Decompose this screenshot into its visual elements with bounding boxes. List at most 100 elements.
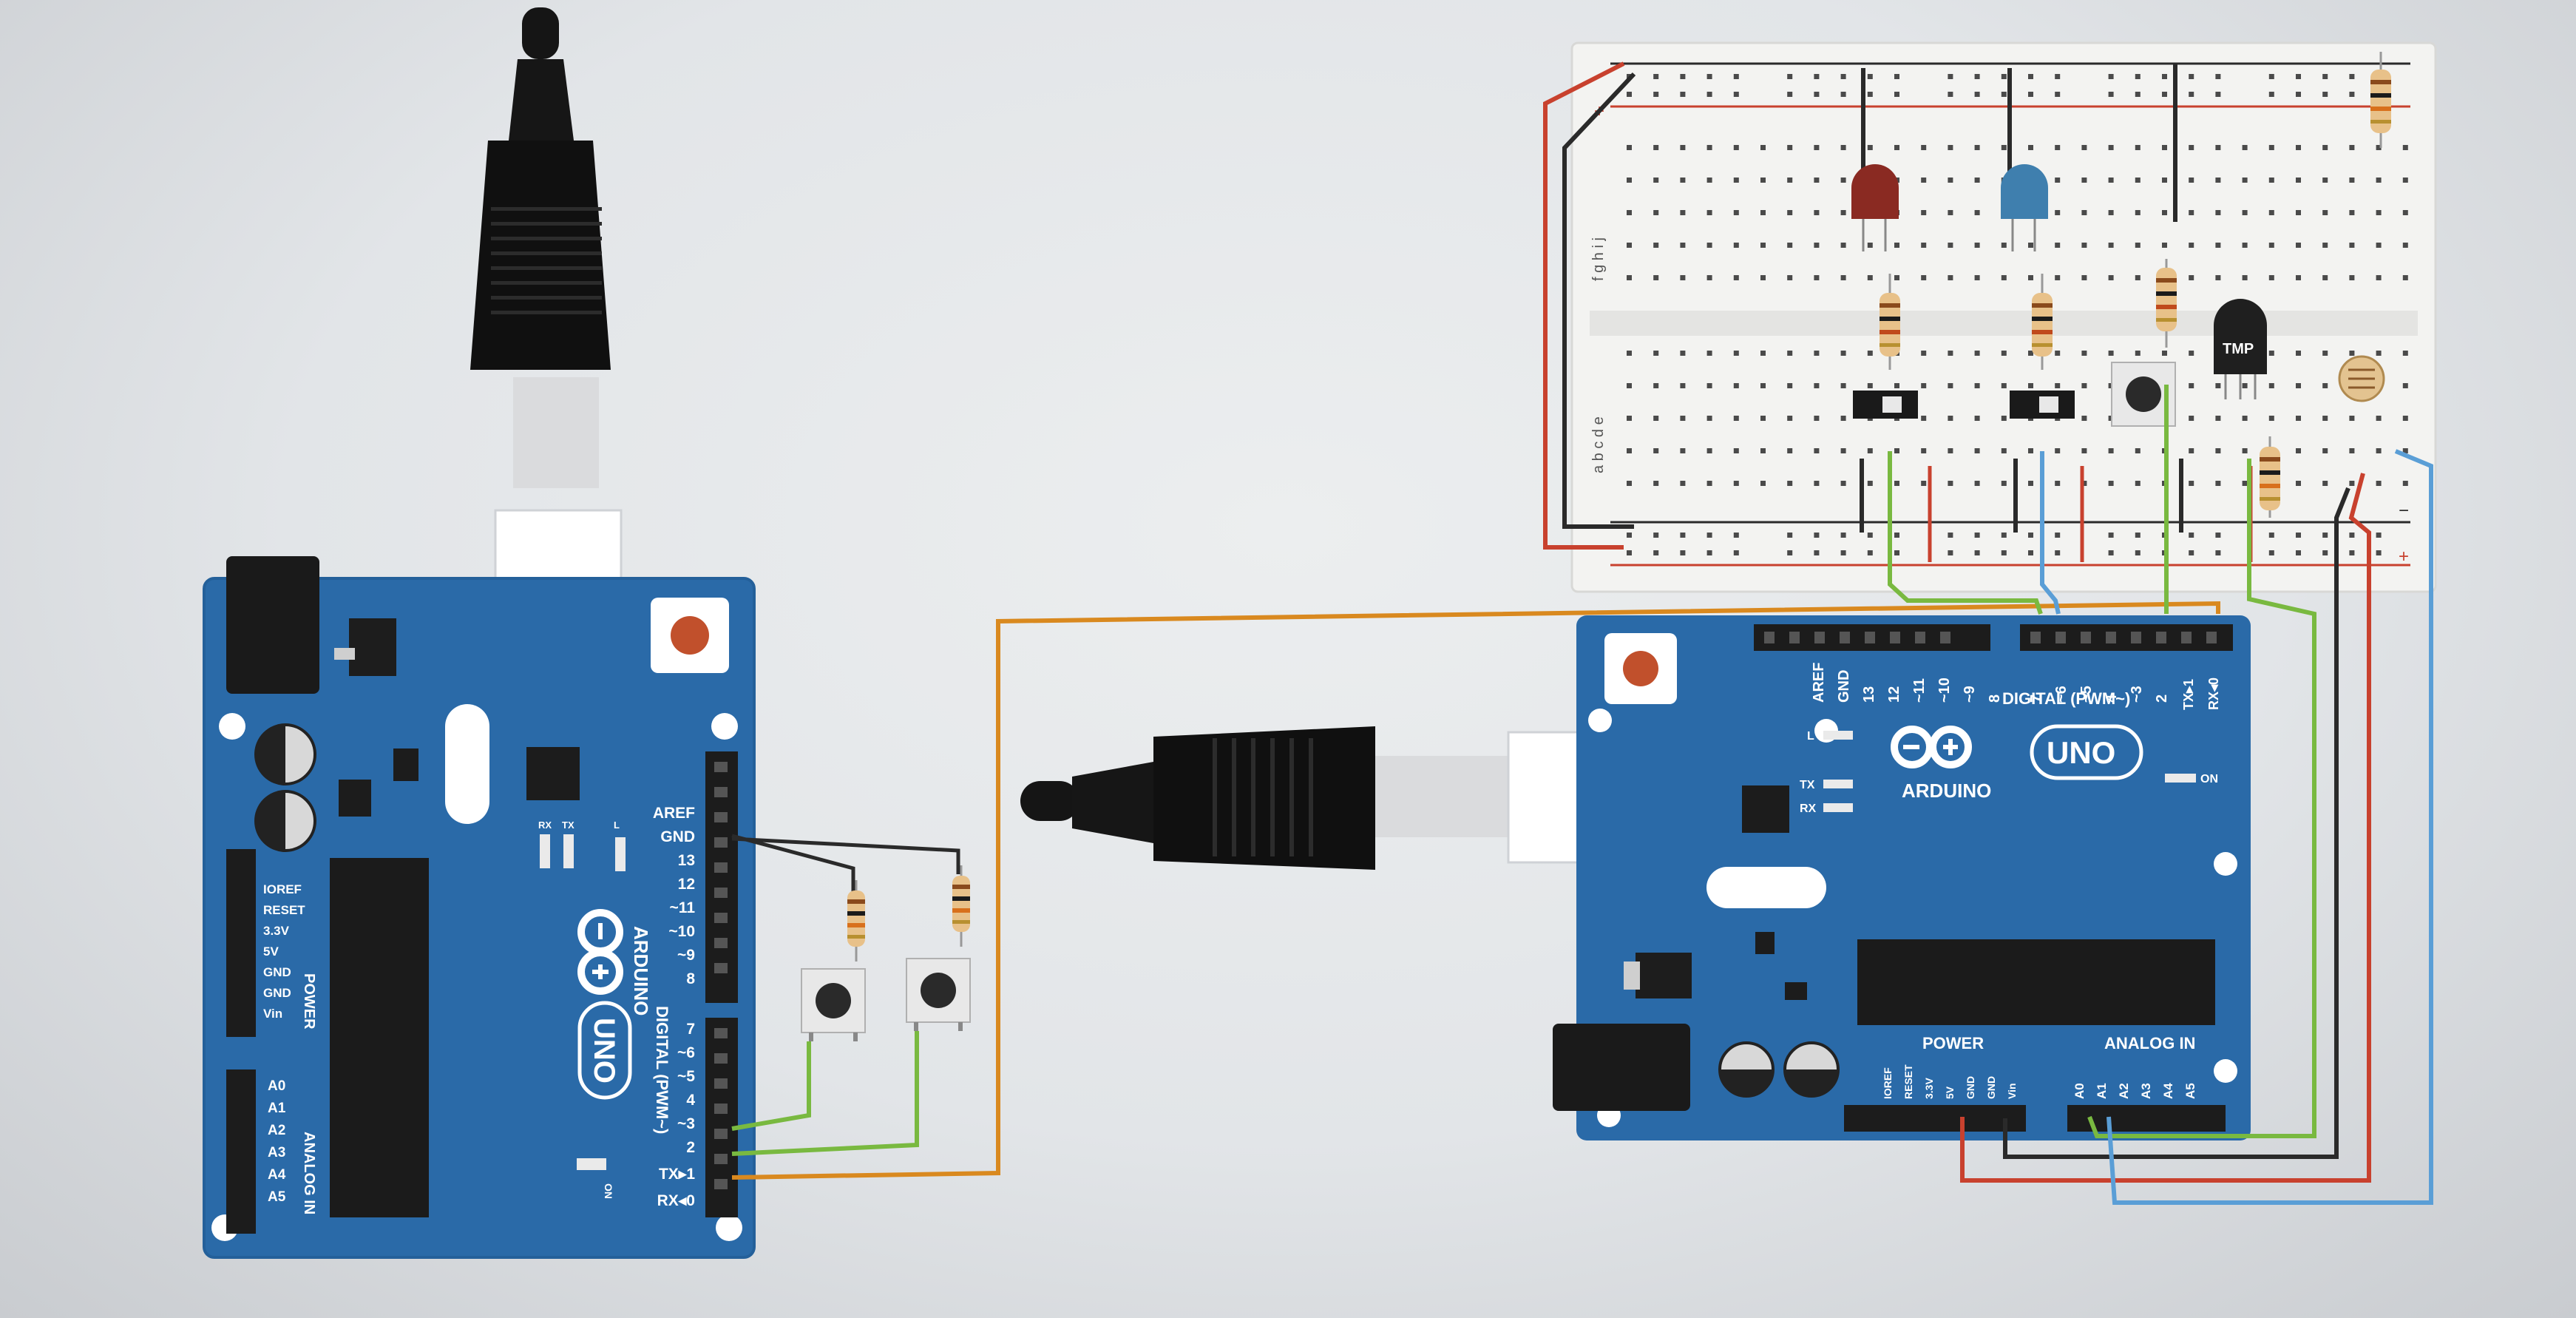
svg-text:TX: TX xyxy=(562,819,574,831)
slide-switch-1[interactable] xyxy=(1853,391,1918,419)
bb-resistor-1 xyxy=(1880,274,1900,370)
svg-text:~3: ~3 xyxy=(677,1115,695,1132)
svg-text:~5: ~5 xyxy=(2078,686,2095,703)
svg-text:A2: A2 xyxy=(2117,1083,2131,1099)
svg-text:ON: ON xyxy=(603,1183,614,1199)
power-jack xyxy=(226,556,319,694)
svg-text:A5: A5 xyxy=(2183,1083,2197,1099)
svg-text:8: 8 xyxy=(1987,695,2003,703)
svg-text:5V: 5V xyxy=(263,944,279,959)
push-button-1[interactable] xyxy=(801,968,866,1041)
svg-text:DIGITAL (PWM~): DIGITAL (PWM~) xyxy=(2002,689,2130,708)
svg-text:4: 4 xyxy=(2104,694,2120,703)
bb-resistor-2 xyxy=(2032,274,2053,370)
svg-text:DIGITAL (PWM~): DIGITAL (PWM~) xyxy=(653,1006,671,1134)
left-model-label: UNO xyxy=(588,1018,620,1084)
svg-text:13: 13 xyxy=(678,852,695,869)
svg-text:12: 12 xyxy=(678,876,695,893)
svg-text:RX: RX xyxy=(1800,802,1817,815)
left-arduino-board: ARDUINO UNO AREF GND 13 12 ~11 ~10 ~9 8 … xyxy=(203,556,756,1259)
svg-text:A1: A1 xyxy=(2095,1083,2109,1099)
svg-text:RX◂0: RX◂0 xyxy=(657,1192,695,1209)
svg-text:AREF: AREF xyxy=(1811,663,1827,703)
serial-wire-orange xyxy=(731,601,2220,1180)
svg-text:AREF: AREF xyxy=(653,805,695,822)
atmega-chip xyxy=(1857,939,2215,1025)
svg-text:RESET: RESET xyxy=(1902,1064,1914,1099)
arduino-logo: ARDUINO xyxy=(1891,726,1991,802)
temperature-sensor: TMP xyxy=(2214,299,2267,399)
svg-text:RX◂0: RX◂0 xyxy=(2206,677,2221,710)
right-brand-label: ARDUINO xyxy=(1902,780,1991,802)
push-button-2[interactable] xyxy=(906,958,971,1031)
svg-text:~9: ~9 xyxy=(677,947,695,964)
svg-text:GND: GND xyxy=(263,986,291,1000)
breadboard: + + − f g h i j a b c d e xyxy=(1570,41,2437,593)
svg-text:2: 2 xyxy=(2154,695,2170,703)
svg-text:7: 7 xyxy=(2028,695,2044,703)
svg-text:GND: GND xyxy=(1965,1076,1976,1099)
svg-text:3.3V: 3.3V xyxy=(1923,1078,1935,1099)
uno-badge: UNO xyxy=(2030,724,2143,780)
svg-text:A0: A0 xyxy=(268,1078,285,1094)
breadboard-components: TMP xyxy=(1543,52,2433,1205)
bb-resistor-5 xyxy=(2370,52,2391,148)
bb-resistor-4 xyxy=(2260,436,2280,518)
svg-text:A0: A0 xyxy=(2072,1083,2087,1099)
power-jack xyxy=(1553,1024,1690,1111)
slide-switch-2[interactable] xyxy=(2010,391,2075,419)
arduino-logo: ARDUINO xyxy=(577,909,652,1015)
svg-text:~9: ~9 xyxy=(1962,686,1978,703)
svg-text:A3: A3 xyxy=(2139,1083,2153,1099)
svg-text:12: 12 xyxy=(1886,686,1902,703)
svg-text:~6: ~6 xyxy=(2053,686,2070,703)
blue-led xyxy=(2001,164,2048,251)
svg-text:TX: TX xyxy=(1800,779,1815,791)
left-power-labels: IOREF RESET 3.3V 5V GND GND Vin POWER A0… xyxy=(263,819,620,1214)
svg-text:~11: ~11 xyxy=(1911,678,1928,703)
rail-plus-label-2: + xyxy=(2399,547,2409,567)
svg-text:GND: GND xyxy=(263,965,291,979)
resistor-2 xyxy=(952,865,970,947)
svg-text:RESET: RESET xyxy=(263,903,305,917)
svg-text:2: 2 xyxy=(686,1139,695,1156)
svg-text:7: 7 xyxy=(686,1021,695,1038)
svg-text:A4: A4 xyxy=(268,1167,286,1183)
svg-text:8: 8 xyxy=(686,970,695,987)
svg-text:GND: GND xyxy=(1985,1076,1997,1099)
atmega-chip xyxy=(330,858,429,1217)
svg-text:L: L xyxy=(614,819,620,831)
photoresistor xyxy=(2338,355,2385,402)
svg-text:~5: ~5 xyxy=(677,1068,695,1085)
svg-text:TX▸1: TX▸1 xyxy=(2181,679,2196,710)
left-digital-labels: AREF GND 13 12 ~11 ~10 ~9 8 7 ~6 ~5 4 ~3… xyxy=(653,805,695,1209)
svg-text:13: 13 xyxy=(1861,686,1877,703)
svg-text:POWER: POWER xyxy=(301,973,317,1030)
right-power-labels: IOREF RESET 3.3V 5V GND GND Vin POWER A0… xyxy=(1800,730,2218,1099)
svg-text:A1: A1 xyxy=(268,1101,286,1116)
svg-text:A4: A4 xyxy=(2161,1083,2175,1099)
left-button-circuit xyxy=(731,834,971,1156)
right-digital-labels: AREF GND 13 12 ~11 ~10 ~9 8 7 ~6 ~5 4 ~3… xyxy=(1811,663,2221,710)
svg-text:GND: GND xyxy=(1836,670,1852,703)
svg-text:L: L xyxy=(1807,730,1814,743)
right-arduino-board: ARDUINO UNO AREF GND 13 12 ~11 ~10 ~9 8 … xyxy=(1553,615,2251,1140)
svg-text:ANALOG IN: ANALOG IN xyxy=(2104,1034,2195,1052)
uno-badge: UNO xyxy=(577,1001,632,1100)
right-model-label: UNO xyxy=(2047,735,2115,770)
row-labels-top: f g h i j xyxy=(1590,237,1607,281)
svg-text:ANALOG IN: ANALOG IN xyxy=(301,1132,317,1214)
svg-text:5V: 5V xyxy=(1944,1086,1956,1099)
svg-text:Vin: Vin xyxy=(263,1007,282,1021)
svg-text:~11: ~11 xyxy=(670,899,696,916)
svg-text:IOREF: IOREF xyxy=(263,882,302,896)
svg-text:A2: A2 xyxy=(268,1123,285,1138)
svg-text:~10: ~10 xyxy=(668,923,695,940)
resistor-1 xyxy=(847,880,865,962)
row-labels-bottom: a b c d e xyxy=(1590,416,1607,473)
svg-text:~10: ~10 xyxy=(1936,677,1953,703)
bb-resistor-3 xyxy=(2156,259,2177,348)
svg-text:~3: ~3 xyxy=(2129,686,2145,703)
tmp-label: TMP xyxy=(2223,341,2254,357)
svg-text:3.3V: 3.3V xyxy=(263,924,290,938)
